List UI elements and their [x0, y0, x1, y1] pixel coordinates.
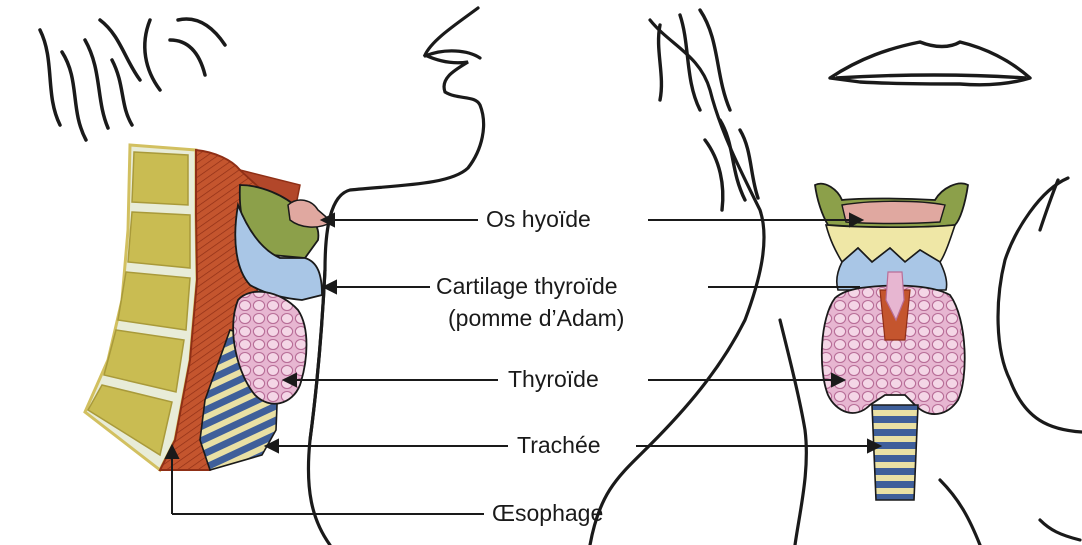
front-hair-strokes	[659, 10, 758, 210]
front-view	[590, 10, 1082, 545]
thyroid-gland-front	[822, 272, 965, 414]
trachea-front	[872, 405, 918, 500]
label-os-hyoide: Os hyoïde	[486, 208, 591, 231]
hair-strokes	[40, 19, 225, 140]
label-trachee: Trachée	[517, 434, 601, 457]
label-thyroide: Thyroïde	[508, 368, 599, 391]
hyoid-bone-side	[288, 200, 332, 227]
label-pomme-adam: (pomme d’Adam)	[448, 307, 624, 330]
larynx-side	[235, 185, 332, 300]
lips-outline	[830, 42, 1030, 85]
label-cartilage-thyroide: Cartilage thyroïde	[436, 275, 618, 298]
profile-view	[40, 8, 484, 545]
label-oesophage: Œsophage	[492, 502, 603, 525]
